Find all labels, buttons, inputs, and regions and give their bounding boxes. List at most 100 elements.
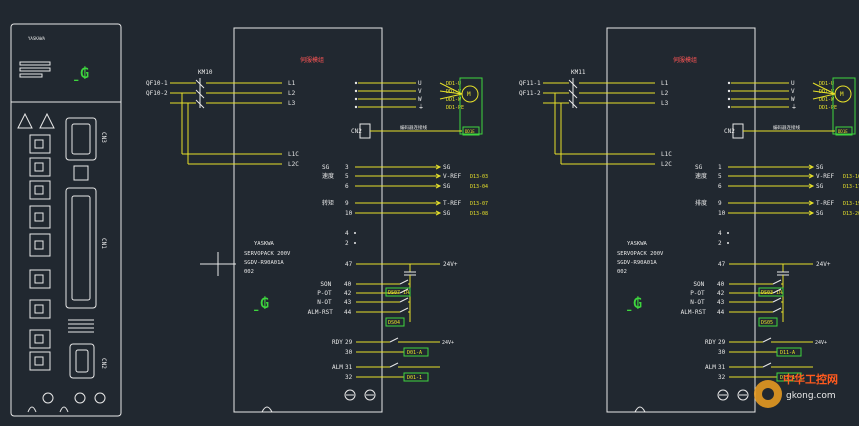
power-terminal-label: L2 bbox=[288, 90, 296, 97]
pin-number: 40 bbox=[344, 281, 352, 288]
signal-tag: SG bbox=[816, 210, 824, 217]
contact bbox=[772, 279, 782, 285]
contact bbox=[762, 337, 772, 343]
uvw-label: V bbox=[418, 88, 422, 95]
terminal-dot bbox=[354, 89, 358, 93]
drive-info-text: SERVOPACK 200V bbox=[617, 251, 664, 257]
cn3-connector: CN3 bbox=[65, 117, 107, 161]
arrow-icon bbox=[808, 183, 815, 189]
pin-number: 31 bbox=[718, 364, 726, 371]
control-terminal-label: L2C bbox=[288, 161, 299, 168]
motor-label: M bbox=[840, 91, 844, 98]
arrow-icon bbox=[435, 200, 442, 206]
pin-number: 40 bbox=[717, 281, 725, 288]
qf-label: QF11-2 bbox=[519, 90, 541, 97]
drive-front-view: YASKAWA ̱₲ bbox=[10, 23, 122, 417]
signal-name: 速度 bbox=[695, 172, 707, 180]
io-name: SON bbox=[320, 281, 331, 288]
signal-tag: V-REF bbox=[443, 173, 461, 180]
signal-tag: V-REF bbox=[816, 173, 834, 180]
terminal-dot bbox=[354, 242, 356, 244]
control-terminal-label: L2C bbox=[661, 161, 672, 168]
terminal-dot bbox=[727, 81, 731, 85]
relay-box bbox=[403, 372, 429, 382]
wire bbox=[439, 90, 463, 95]
drive-info-text: YASKWA bbox=[254, 241, 275, 247]
pin-number: 30 bbox=[345, 349, 353, 356]
pin-number: 44 bbox=[717, 309, 725, 316]
power-terminal-label: L3 bbox=[288, 100, 296, 107]
io-box bbox=[385, 317, 405, 327]
alarm-code: D11-1 bbox=[780, 375, 795, 381]
power-terminal-label: L2 bbox=[661, 90, 669, 97]
alarm-code: D01-1 bbox=[407, 375, 422, 381]
terminal-dot bbox=[727, 89, 731, 93]
signal-code: D13-16 bbox=[843, 174, 859, 180]
power-terminal-label: L3 bbox=[661, 100, 669, 107]
pin-number: 4 bbox=[718, 230, 722, 237]
control-terminal-label: L1C bbox=[288, 151, 299, 158]
screw-icon bbox=[344, 389, 356, 401]
io-name: ALM-RST bbox=[681, 309, 707, 316]
pin-number: 2 bbox=[345, 240, 349, 247]
qf-label: QF10-1 bbox=[146, 80, 168, 87]
signal-name: SG bbox=[695, 164, 703, 171]
signal-name: 速度 bbox=[322, 172, 334, 180]
pin-number: 6 bbox=[718, 183, 722, 190]
cn2-connector: CN2 bbox=[69, 343, 107, 379]
drive-info-text: SGDV-R90A01A bbox=[244, 260, 284, 266]
drive-info-text: SERVOPACK 200V bbox=[244, 251, 291, 257]
pin-number: 4 bbox=[345, 230, 349, 237]
terminal-dot bbox=[354, 81, 358, 85]
pin-number: 32 bbox=[718, 374, 726, 381]
signal-name: SG bbox=[322, 164, 330, 171]
warning-icon bbox=[17, 112, 33, 129]
motor-terminal-label: DD1-V bbox=[819, 89, 834, 95]
terminal-dot bbox=[727, 232, 729, 234]
mount-notch bbox=[261, 406, 273, 413]
signal-code: D13-07 bbox=[470, 201, 488, 207]
screw-icon bbox=[364, 389, 376, 401]
alarm-name: ALM bbox=[705, 364, 716, 371]
contact bbox=[399, 288, 409, 294]
pin-number: 42 bbox=[344, 290, 352, 297]
module-outline bbox=[606, 27, 756, 413]
cn3-label: CN3 bbox=[100, 132, 107, 143]
encoder-cable-label: 编码器连接线 bbox=[400, 124, 427, 131]
screw-icon bbox=[717, 389, 729, 401]
pin-number: 9 bbox=[718, 200, 722, 207]
pin-number: 9 bbox=[345, 200, 349, 207]
warning-icon bbox=[39, 112, 55, 129]
watermark-url: gkong.com bbox=[786, 391, 836, 401]
pin-number: 3 bbox=[345, 164, 349, 171]
alarm-code: 24V+ bbox=[442, 340, 454, 346]
signal-code: D13-03 bbox=[470, 174, 488, 180]
pin-number: 29 bbox=[345, 339, 353, 346]
supply-label: 24V+ bbox=[443, 261, 458, 268]
uvw-label: ⏚ bbox=[418, 104, 424, 111]
encoder-plug-label: CN2 bbox=[351, 128, 362, 135]
motor-terminal-label: DD1-PE bbox=[819, 105, 837, 111]
wire bbox=[439, 93, 463, 100]
pin-number: 5 bbox=[345, 173, 349, 180]
uvw-label: U bbox=[791, 80, 795, 87]
uvw-label: ⏚ bbox=[791, 104, 797, 111]
qf-label: QF11-1 bbox=[519, 80, 541, 87]
control-terminal-label: L1C bbox=[661, 151, 672, 158]
io-box bbox=[758, 287, 784, 297]
power-terminal-label: L1 bbox=[661, 80, 669, 87]
signal-tag: SG bbox=[816, 164, 824, 171]
contact bbox=[389, 337, 399, 343]
signal-name: 排度 bbox=[695, 199, 707, 207]
encoder-plug-label: CN2 bbox=[724, 128, 735, 135]
contact bbox=[772, 297, 782, 303]
drive-info-text: 002 bbox=[617, 269, 627, 275]
pin-number: 30 bbox=[718, 349, 726, 356]
panel-display: ̱₲ bbox=[252, 296, 269, 312]
encoder-box-label: DD1E bbox=[838, 129, 848, 134]
signal-code: D13-04 bbox=[470, 184, 488, 190]
drive-brand: YASKAWA bbox=[28, 36, 45, 41]
alarm-code: D11-A bbox=[780, 350, 795, 356]
signal-code: D13-17 bbox=[843, 184, 859, 190]
